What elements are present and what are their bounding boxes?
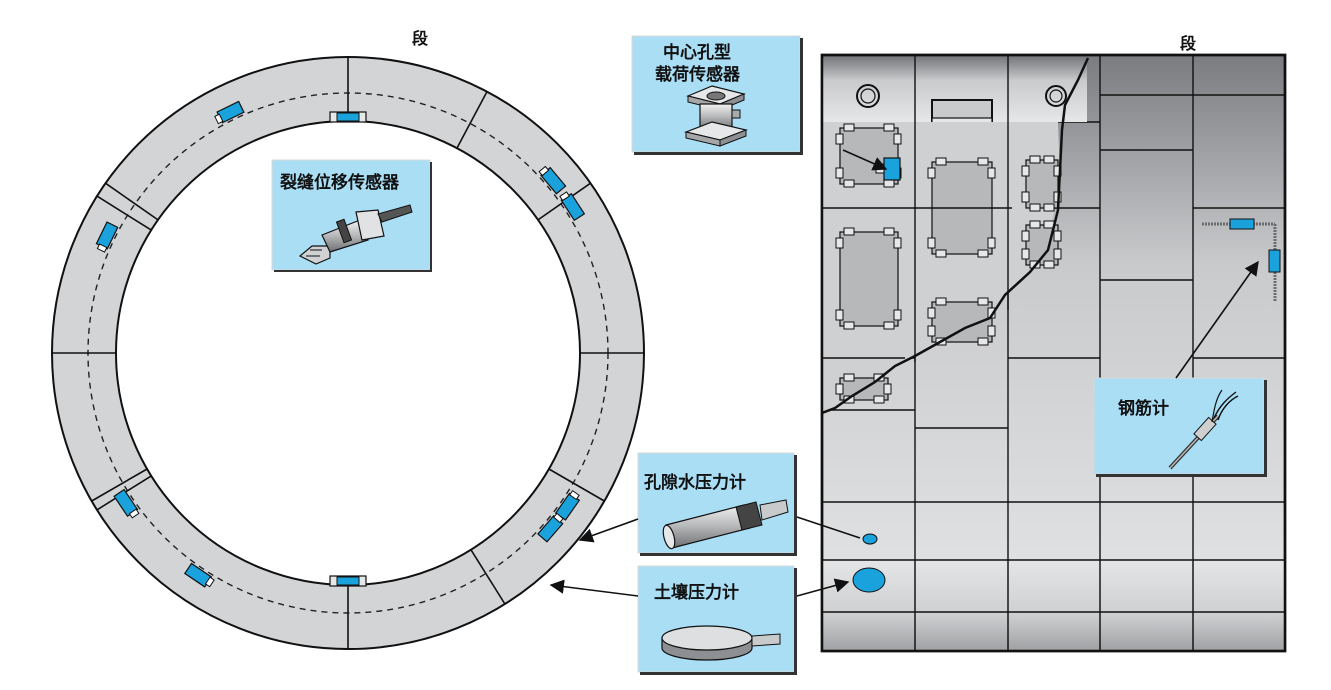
crack-sensor-marker <box>95 221 119 253</box>
segment-joint <box>470 549 506 605</box>
earth-pressure-label: 土壤压力计 <box>654 582 739 603</box>
ring-body <box>50 56 646 650</box>
top-band <box>822 58 1087 131</box>
crack-sensor-marker <box>559 191 586 222</box>
segment-label-right: 段 <box>1180 34 1197 53</box>
load-cell-label-line2: 载荷传感器 <box>655 64 741 85</box>
segment-joint <box>456 91 488 149</box>
rebar-meter-marker-h <box>1229 218 1255 230</box>
bolt-pocket <box>835 227 902 330</box>
bolt-pocket <box>1021 155 1062 212</box>
pore-pressure-icon <box>662 499 789 550</box>
rebar-meter-installation <box>1202 218 1281 302</box>
crack-sensor-marker <box>537 512 564 543</box>
segment-joint <box>91 468 148 502</box>
crack-sensor-marker <box>329 111 367 123</box>
earth-pressure-marker <box>852 567 886 593</box>
bolt-pocket <box>927 297 996 346</box>
label-crack-displacement: 裂缝位移传感器 <box>271 159 432 272</box>
crack-displacement-label: 裂缝位移传感器 <box>279 172 400 193</box>
load-cell-marker <box>883 157 901 181</box>
crack-sensor-marker <box>214 100 245 125</box>
crack-sensor-marker <box>113 488 140 519</box>
segment-label-left: 段 <box>412 29 429 48</box>
label-rebar-meter: 钢筋计 <box>1093 377 1267 477</box>
crack-sensor-marker <box>538 165 567 195</box>
load-cell-label-line1: 中心孔型 <box>663 42 731 63</box>
crack-sensor-icon <box>298 204 413 265</box>
segment-layout-panel <box>820 53 1287 653</box>
crack-displacement-sensors <box>95 100 586 588</box>
load-cell-icon <box>683 85 749 147</box>
leader-lines <box>549 149 1259 597</box>
label-pore-pressure: 孔隙水压力计 <box>637 452 797 556</box>
pore-pressure-marker <box>862 533 878 545</box>
segment-joints <box>52 57 644 649</box>
crack-sensor-marker <box>183 562 215 588</box>
segment-grid <box>822 55 1285 651</box>
segment-joint <box>96 195 152 231</box>
crack-sensor-marker <box>329 575 367 587</box>
label-load-cell: 中心孔型 载荷传感器 <box>631 35 803 155</box>
earth-pressure-icon <box>661 625 781 661</box>
label-earth-pressure: 土壤压力计 <box>637 565 797 675</box>
rebar-meter-marker-v <box>1268 249 1281 273</box>
tunnel-ring <box>50 56 646 650</box>
pore-pressure-label: 孔隙水压力计 <box>644 472 746 493</box>
rebar-meter-icon <box>1168 389 1239 470</box>
tear-edge <box>822 57 1090 415</box>
inner-lining <box>822 122 1060 412</box>
segment-joint <box>105 182 159 221</box>
segment-joint <box>548 468 605 502</box>
rebar-meter-label: 钢筋计 <box>1118 398 1169 419</box>
bolt-pocket <box>1021 220 1062 269</box>
